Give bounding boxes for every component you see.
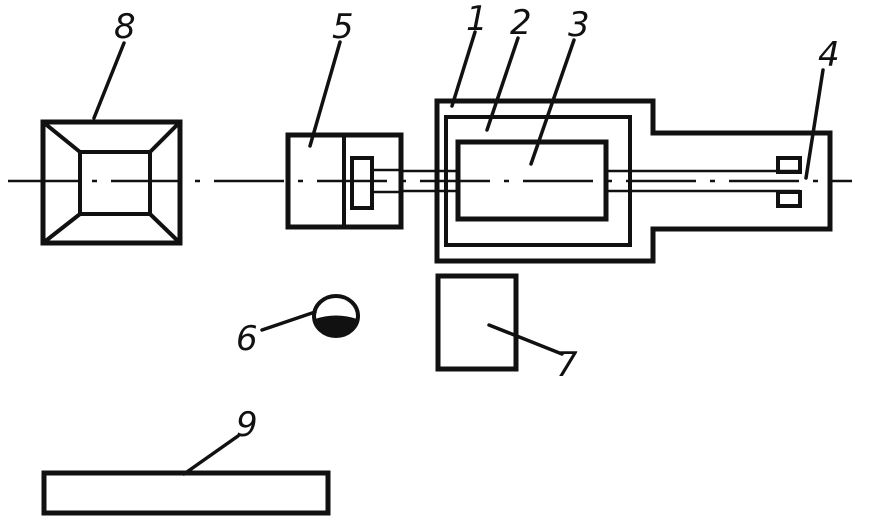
leader-3 [529, 38, 576, 166]
label-7: 7 [556, 345, 578, 385]
component-8-frame [40, 119, 183, 246]
component-9-bar [41, 470, 331, 516]
label-9: 9 [236, 405, 258, 445]
leader-1 [450, 30, 477, 108]
leader-8 [92, 41, 126, 120]
leader-5 [308, 40, 342, 148]
leader-lines [92, 30, 825, 476]
component-2-inner-housing [444, 115, 632, 247]
leader-6 [260, 310, 317, 332]
leader-4 [804, 68, 825, 180]
label-6: 6 [236, 319, 258, 359]
leader-2 [485, 36, 520, 132]
component-3-core [455, 139, 609, 222]
component-7-panel [435, 273, 519, 372]
label-2: 2 [510, 3, 532, 43]
shaft-left [401, 169, 458, 193]
component-1-outer-housing [434, 98, 833, 264]
leader-9 [182, 434, 240, 476]
leader-7 [487, 323, 564, 356]
label-4: 4 [818, 35, 840, 75]
component-6-ball [312, 294, 360, 338]
label-5: 5 [332, 7, 354, 47]
component-5-block [285, 132, 404, 230]
label-1: 1 [466, 0, 488, 39]
label-8: 8 [114, 7, 136, 47]
shaft-right [606, 169, 800, 193]
component-4-bearing [776, 156, 802, 208]
label-3: 3 [568, 5, 590, 45]
